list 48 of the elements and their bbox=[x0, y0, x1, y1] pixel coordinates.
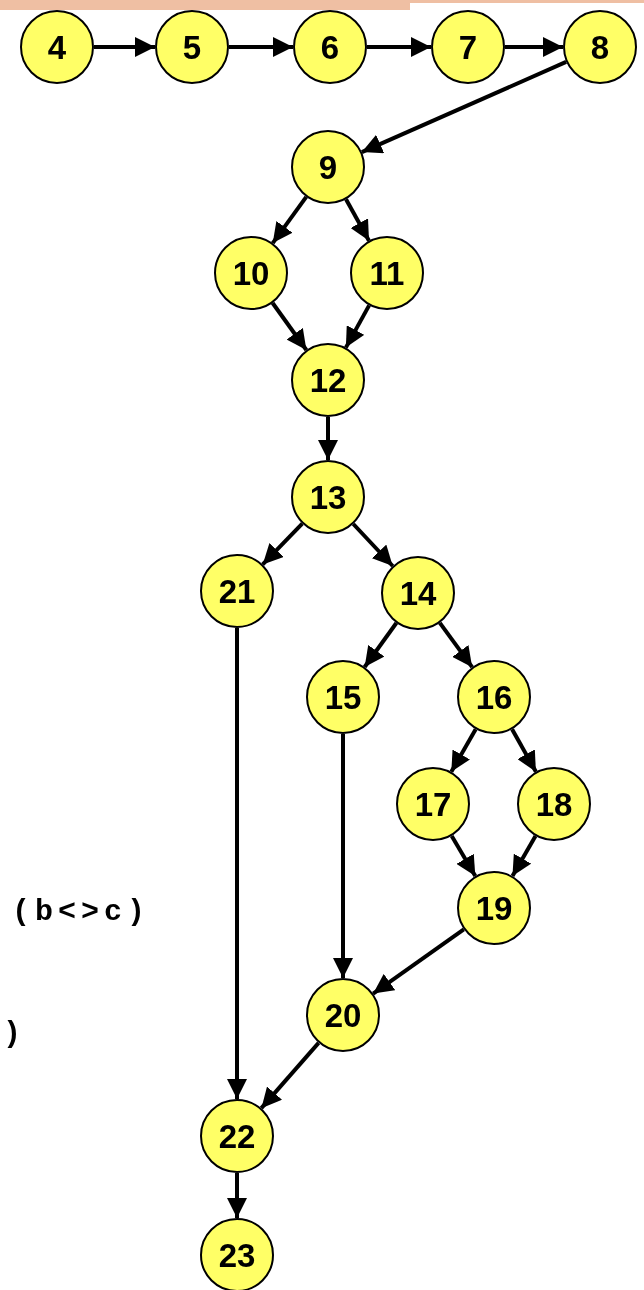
node-number: 20 bbox=[324, 998, 362, 1032]
node-number: 5 bbox=[182, 30, 202, 64]
arrow bbox=[344, 304, 371, 349]
node-number: 15 bbox=[324, 680, 362, 714]
code-fragment: ) bbox=[3, 1019, 26, 1049]
node-number: 4 bbox=[47, 30, 67, 64]
node-number: 9 bbox=[318, 150, 338, 184]
code-fragment: (b<>c) bbox=[12, 897, 151, 927]
arrow bbox=[449, 728, 478, 773]
arrow bbox=[94, 37, 155, 57]
node-number: 23 bbox=[218, 1238, 256, 1272]
arrow bbox=[259, 1041, 321, 1110]
arrow bbox=[363, 621, 398, 669]
node-number: 8 bbox=[590, 30, 610, 64]
arrow bbox=[261, 522, 304, 566]
arrow bbox=[372, 927, 465, 996]
node-number: 7 bbox=[458, 30, 478, 64]
node-circle bbox=[306, 978, 380, 1052]
arrow bbox=[510, 728, 538, 773]
arrow bbox=[227, 628, 247, 1099]
node-number: 18 bbox=[535, 787, 573, 821]
arrow bbox=[318, 417, 338, 460]
arrow bbox=[510, 835, 538, 877]
arrow bbox=[271, 301, 308, 352]
node-number: 14 bbox=[399, 576, 437, 610]
node-number: 17 bbox=[414, 787, 452, 821]
arrow bbox=[505, 37, 563, 57]
node-number: 6 bbox=[320, 30, 340, 64]
arrow bbox=[229, 37, 293, 57]
node-number: 11 bbox=[369, 256, 405, 290]
arrow bbox=[367, 37, 431, 57]
arrow bbox=[361, 60, 567, 154]
arrow bbox=[351, 522, 395, 568]
node-number: 21 bbox=[218, 574, 256, 608]
arrow bbox=[271, 195, 308, 245]
node-circle bbox=[291, 460, 365, 534]
arrow bbox=[227, 1173, 247, 1218]
arrow bbox=[333, 734, 353, 978]
node-number: 10 bbox=[232, 256, 270, 290]
node-number: 12 bbox=[309, 363, 347, 397]
arrow bbox=[438, 621, 474, 669]
arrow bbox=[344, 198, 371, 242]
arrow bbox=[450, 834, 477, 878]
node-number: 19 bbox=[475, 891, 513, 925]
node-number: 13 bbox=[309, 480, 347, 514]
node-number: 22 bbox=[218, 1119, 256, 1153]
node-circle bbox=[381, 556, 455, 630]
node-number: 16 bbox=[475, 680, 513, 714]
